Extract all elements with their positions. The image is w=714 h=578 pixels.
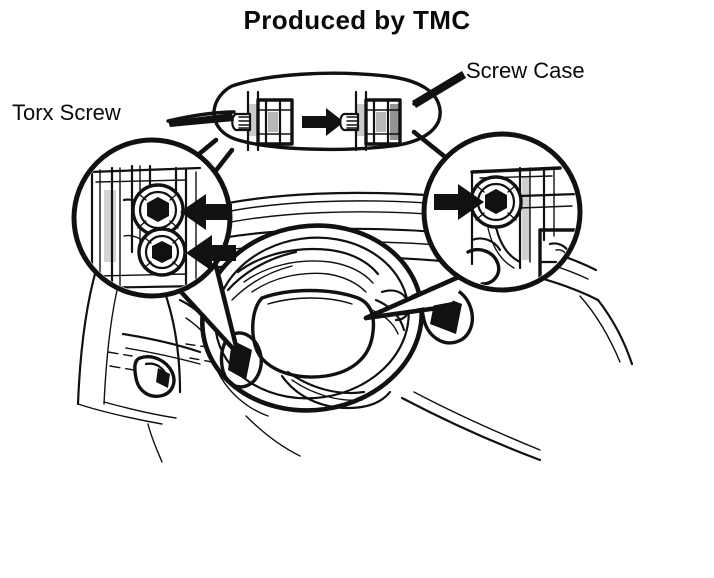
magnifier-left — [71, 137, 241, 357]
page-title: Produced by TMC — [243, 5, 471, 35]
leader-torx-screw — [166, 110, 236, 127]
torx-screw-upper-icon — [131, 183, 185, 237]
arrow-right-icon — [434, 184, 484, 220]
screw-before-assembly — [231, 90, 294, 152]
magnifier-right — [363, 129, 583, 321]
left-panel-switch-icon — [133, 355, 176, 398]
inset-top-detail — [212, 71, 442, 152]
torx-screw-right-icon — [469, 175, 523, 229]
callout-label-screw-case: Screw Case — [466, 58, 585, 83]
arrow-left-upper-icon — [180, 194, 232, 230]
magnifier-left-contents — [77, 143, 227, 293]
leader-screw-case — [412, 71, 466, 108]
magnifier-right-contents — [427, 137, 577, 287]
screw-after-assembly — [339, 90, 402, 152]
transition-arrow-icon — [302, 108, 344, 136]
arrow-left-lower-icon — [186, 235, 236, 271]
callout-label-torx-screw: Torx Screw — [12, 100, 121, 125]
torx-screw-lower-icon — [137, 227, 187, 277]
